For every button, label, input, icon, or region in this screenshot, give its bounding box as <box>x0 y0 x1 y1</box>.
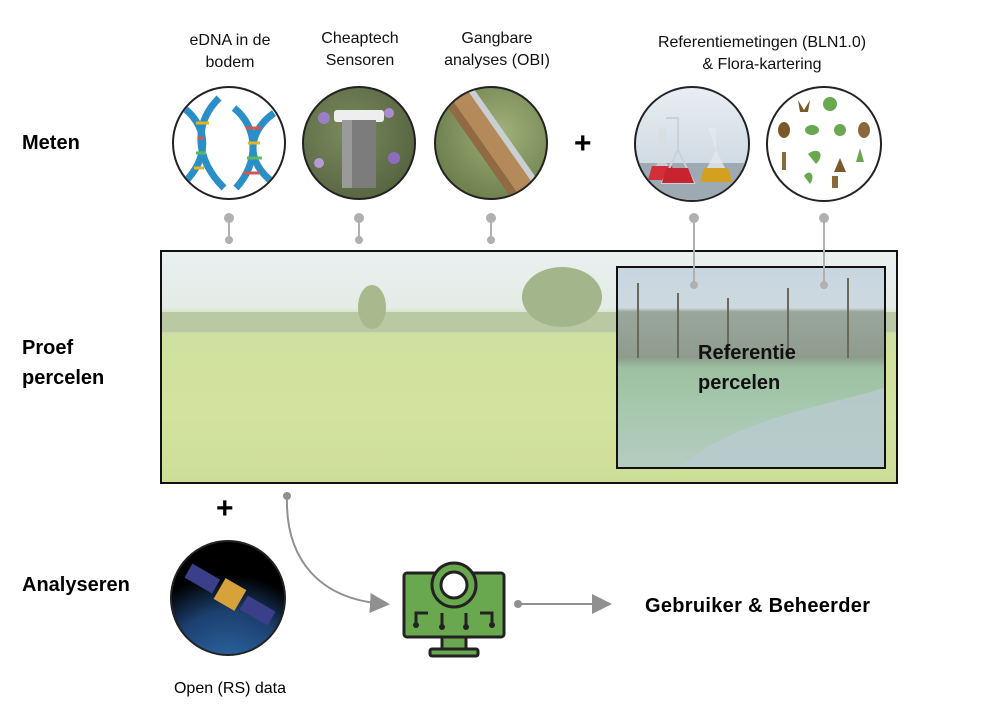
lab-flask-icon <box>634 86 750 202</box>
soil-sensor-icon <box>302 86 416 200</box>
soil-core-icon <box>434 86 548 200</box>
reference-plot-label: Referentie percelen <box>698 342 796 394</box>
end-user-label: Gebruiker & Beheerder <box>645 595 871 617</box>
caption-referentiemetingen: Referentiemetingen (BLN1.0) & Flora-kart… <box>657 34 867 73</box>
dna-icon <box>172 86 286 200</box>
satellite-icon <box>170 540 286 656</box>
row-label-analyseren: Analyseren <box>22 574 130 596</box>
caption-edna: eDNA in de bodem <box>189 32 271 71</box>
computer-gear-icon <box>402 553 506 664</box>
plus-symbol-measure: + <box>574 127 592 160</box>
reference-plot-photo <box>616 266 886 469</box>
row-label-proef-percelen: Proef percelen <box>22 337 105 389</box>
row-label-meten: Meten <box>22 132 80 154</box>
open-data-caption: Open (RS) data <box>173 680 287 697</box>
caption-cheaptech: Cheaptech Sensoren <box>321 30 399 69</box>
flora-fauna-icon <box>766 86 882 202</box>
caption-gangbare: Gangbare analyses (OBI) <box>444 30 550 69</box>
plus-symbol-analyse: + <box>216 492 234 525</box>
